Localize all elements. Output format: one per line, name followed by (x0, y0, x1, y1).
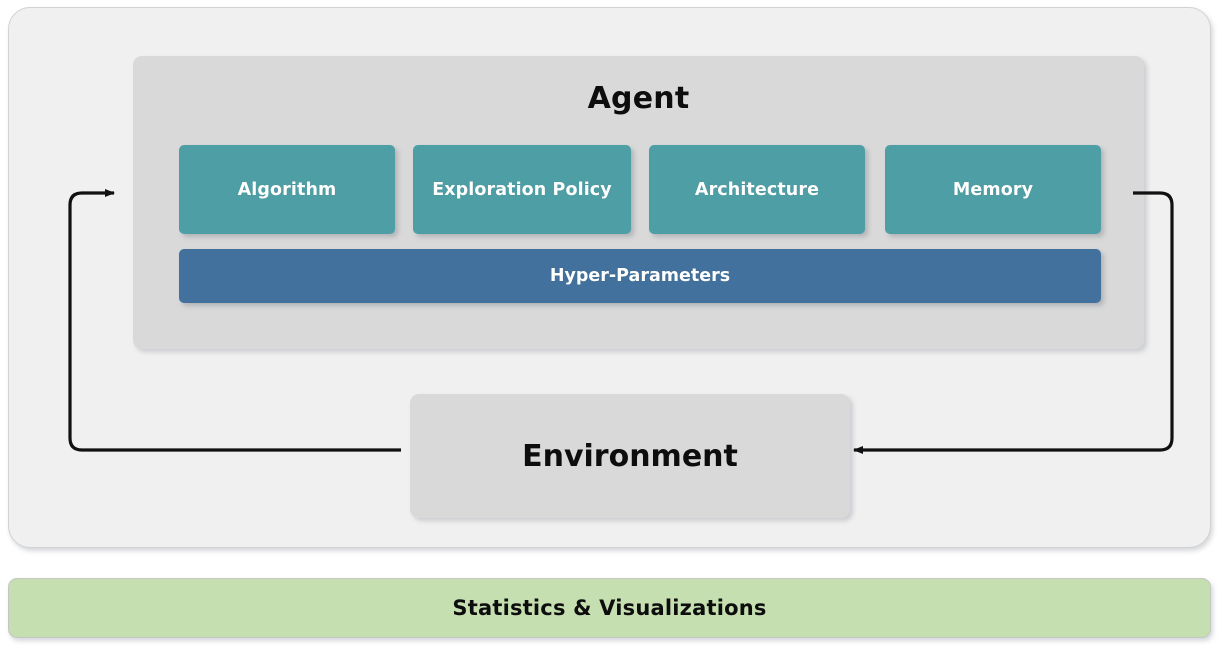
agent-component-exploration-policy[interactable]: Exploration Policy (413, 145, 631, 234)
statistics-visualizations-bar[interactable]: Statistics & Visualizations (8, 578, 1211, 638)
agent-component-memory-label: Memory (952, 179, 1034, 200)
environment-panel[interactable]: Environment (410, 394, 850, 518)
agent-component-exploration-policy-label: Exploration Policy (432, 179, 612, 200)
agent-title: Agent (587, 81, 690, 116)
environment-label: Environment (522, 438, 738, 474)
statistics-visualizations-label: Statistics & Visualizations (452, 596, 767, 620)
agent-component-architecture[interactable]: Architecture (649, 145, 865, 234)
agent-component-architecture-label: Architecture (694, 179, 820, 200)
agent-panel: Agent Algorithm Exploration Policy Archi… (133, 56, 1144, 349)
agent-component-memory[interactable]: Memory (885, 145, 1101, 234)
agent-components-row: Algorithm Exploration Policy Architectur… (179, 145, 1101, 234)
agent-component-algorithm-label: Algorithm (237, 179, 337, 200)
hyper-parameters-bar[interactable]: Hyper-Parameters (179, 249, 1101, 303)
rl-framework-panel: Agent Algorithm Exploration Policy Archi… (8, 7, 1211, 548)
agent-component-algorithm[interactable]: Algorithm (179, 145, 395, 234)
hyper-parameters-label: Hyper-Parameters (549, 266, 731, 286)
